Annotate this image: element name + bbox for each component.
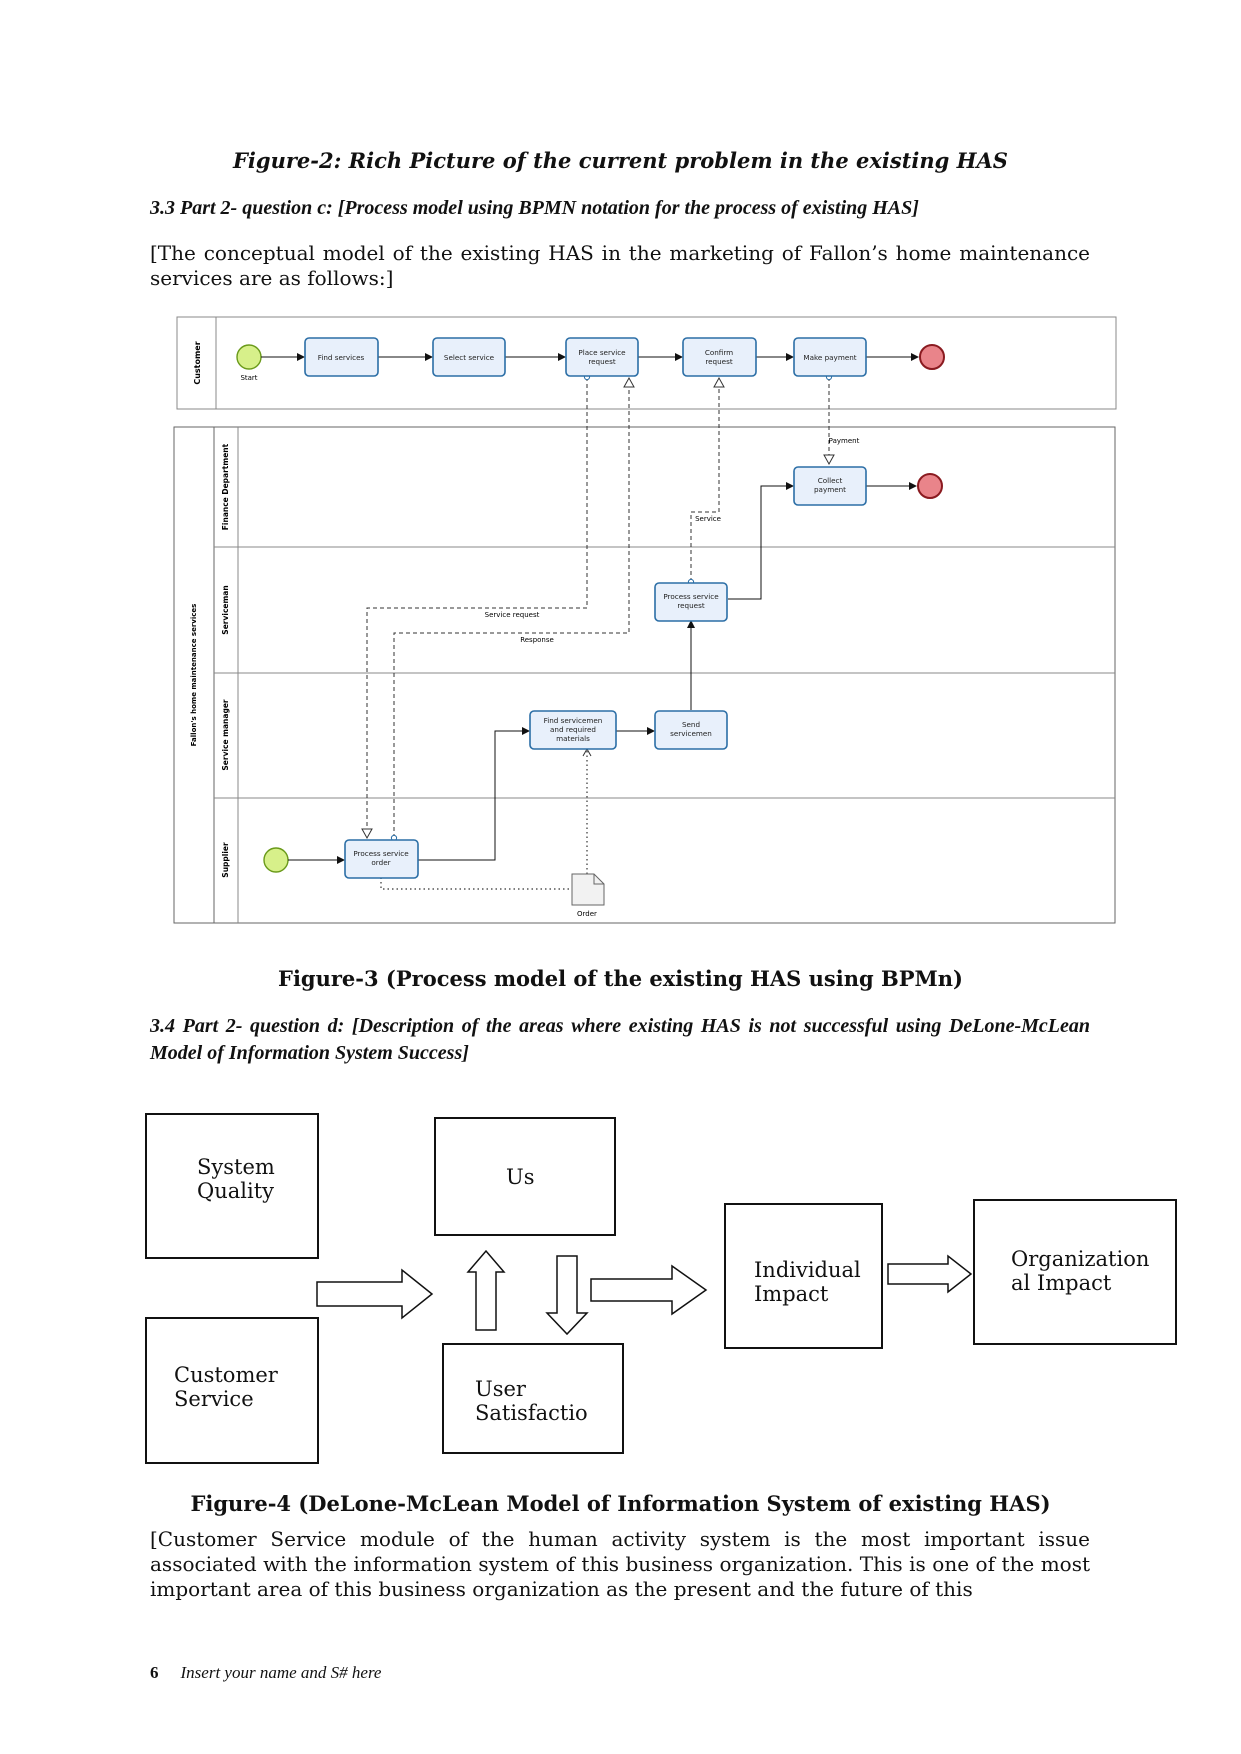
task-confirm-request	[682, 337, 757, 377]
lane-finance-label: Finance Department	[221, 443, 230, 530]
page-footer: 6 Insert your name and S# here	[150, 1663, 381, 1683]
company-pool: Fallon's home maintenance services Finan…	[173, 426, 1116, 924]
figure-2-caption: Figure-2: Rich Picture of the current pr…	[233, 148, 1008, 173]
footer-text: Insert your name and S# here	[180, 1663, 382, 1682]
figure-4-caption: Figure-4 (DeLone-McLean Model of Informa…	[190, 1491, 1051, 1516]
svg-text:Send: Send	[682, 720, 700, 729]
svg-text:Place service: Place service	[578, 348, 626, 357]
use-box: Us	[434, 1117, 616, 1236]
individual-impact-box: Individual Impact	[724, 1203, 883, 1349]
response-flow-label: Response	[520, 636, 554, 644]
closing-paragraph: [Customer Service module of the human ac…	[150, 1527, 1090, 1601]
svg-text:Find services: Find services	[318, 353, 365, 362]
intro-paragraph: [The conceptual model of the existing HA…	[150, 241, 1090, 290]
page-number: 6	[150, 1663, 159, 1682]
right-arrow-icon	[590, 1264, 708, 1316]
svg-text:materials: materials	[556, 734, 590, 743]
service-flow-label: Service	[695, 515, 721, 523]
customer-pool-label: Customer	[193, 341, 202, 384]
customer-service-label: Customer Service	[174, 1363, 278, 1411]
system-quality-box: System Quality	[145, 1113, 319, 1259]
organizational-impact-label: Organization al Impact	[1011, 1247, 1150, 1295]
section-heading-3-4: 3.4 Part 2- question d: [Description of …	[150, 1015, 1090, 1064]
payment-flow-label: Payment	[829, 437, 860, 445]
customer-start-event	[236, 344, 262, 370]
svg-text:Make payment: Make payment	[803, 353, 856, 362]
svg-text:request: request	[588, 357, 616, 366]
bpmn-process-diagram: Customer Fallon's home maintenance servi…	[173, 316, 1117, 924]
svg-text:Process service: Process service	[663, 592, 719, 601]
svg-text:order: order	[371, 858, 390, 867]
delone-arrows	[316, 1249, 973, 1336]
lane-service-manager-label: Service manager	[221, 699, 230, 771]
figure-3-caption: Figure-3 (Process model of the existing …	[278, 966, 963, 991]
use-label: Us	[506, 1165, 535, 1189]
section-heading-3-3: 3.3 Part 2- question c: [Process model u…	[150, 197, 919, 219]
lane-supplier-label: Supplier	[221, 842, 230, 878]
order-label: Order	[577, 910, 597, 918]
svg-text:Confirm: Confirm	[705, 348, 733, 357]
task-find-services	[304, 337, 379, 377]
svg-text:servicemen: servicemen	[670, 729, 712, 738]
svg-text:request: request	[677, 601, 705, 610]
finance-end-event	[917, 473, 943, 499]
lane-serviceman-label: Serviceman	[221, 585, 230, 634]
organizational-impact-box: Organization al Impact	[973, 1199, 1177, 1345]
down-arrow-icon	[545, 1255, 589, 1336]
task-send-servicemen	[654, 710, 728, 750]
task-make-payment	[793, 337, 867, 377]
user-satisfaction-box: User Satisfactio	[442, 1343, 624, 1454]
system-quality-label: System Quality	[197, 1155, 275, 1203]
supplier-start-event	[263, 847, 289, 873]
task-collect-payment	[793, 466, 867, 506]
task-find-servicemen	[529, 710, 617, 750]
right-arrow-icon	[887, 1254, 973, 1294]
service-request-flow-label: Service request	[485, 611, 540, 619]
svg-text:and required: and required	[550, 725, 596, 734]
right-arrow-icon	[316, 1268, 434, 1320]
user-satisfaction-label: User Satisfactio	[475, 1377, 588, 1425]
company-pool-label: Fallon's home maintenance services	[190, 604, 198, 747]
task-place-service-request	[565, 337, 639, 377]
customer-service-box: Customer Service	[145, 1317, 319, 1464]
task-process-service-order	[344, 839, 419, 879]
up-arrow-icon	[466, 1249, 506, 1331]
task-process-service-request	[654, 582, 728, 622]
svg-text:Collect: Collect	[818, 476, 843, 485]
svg-text:payment: payment	[814, 485, 846, 494]
svg-text:Select service: Select service	[444, 353, 495, 362]
customer-end-event	[919, 344, 945, 370]
svg-text:Process service: Process service	[353, 849, 409, 858]
svg-text:request: request	[705, 357, 733, 366]
order-data-object: Order	[571, 873, 605, 918]
start-label: Start	[240, 374, 257, 382]
svg-text:Find servicemen: Find servicemen	[544, 716, 603, 725]
individual-impact-label: Individual Impact	[754, 1258, 861, 1306]
task-select-service	[432, 337, 506, 377]
